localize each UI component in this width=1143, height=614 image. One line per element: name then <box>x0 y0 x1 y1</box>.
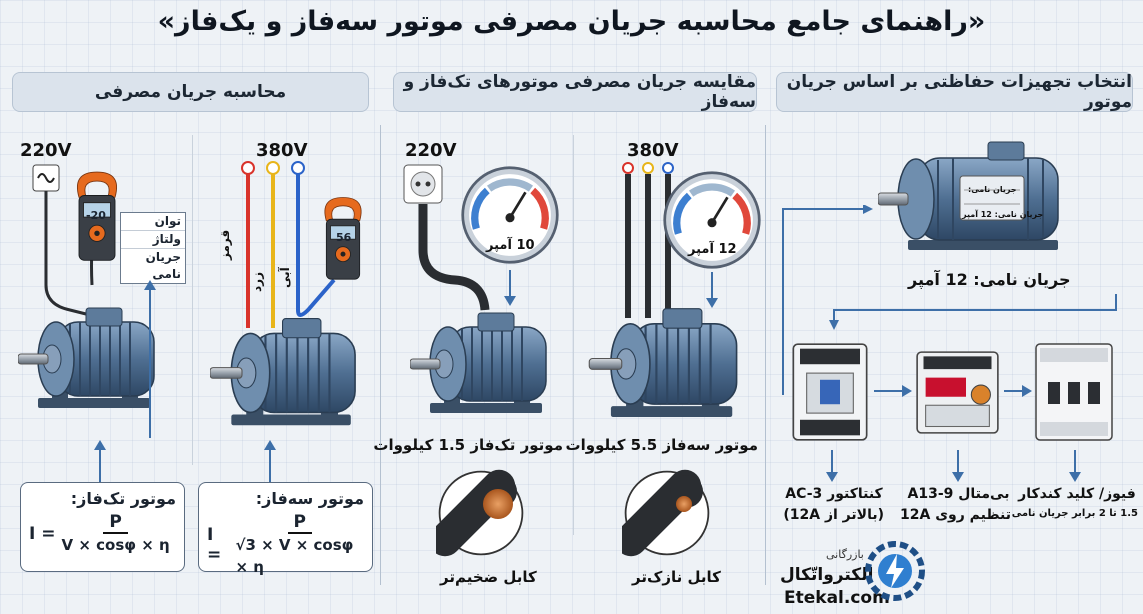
meter-readings: توان ولتاژ جریان نامی <box>120 212 186 284</box>
three-phase-motor-icon <box>210 310 370 442</box>
contactor-rating: (بالاتر از 12A) <box>783 507 884 523</box>
flow-connector <box>782 205 873 395</box>
circuit-breaker-icon <box>1034 342 1114 446</box>
single-formula-denominator: V × cosφ × η <box>61 536 170 554</box>
single-formula-lhs: I = <box>29 524 56 544</box>
meter-reading-voltage: ولتاژ <box>121 231 185 249</box>
three-formula-lhs: I = <box>207 525 222 565</box>
three-phase-voltage-label: 380V <box>256 140 308 161</box>
rated-current-label: جریان نامی: 12 آمپر <box>908 270 1071 289</box>
nameplate-line-2: جریان نامی: 12 آمپر <box>962 210 1044 219</box>
contactor-label: کنتاکتور AC-3 <box>785 486 883 502</box>
ammeter-gauge-icon <box>460 165 560 269</box>
three-phase-formula: موتور سه‌فاز: I = P √3 × V × cosφ × η <box>198 482 373 576</box>
section-header-calc: محاسبه جریان مصرفی <box>12 72 369 112</box>
three-formula-denominator: √3 × V × cosφ × η <box>235 536 354 576</box>
arrow-up-icon <box>94 440 106 482</box>
overload-label: بی‌متال A13-9 <box>907 486 1010 502</box>
arrow-down-icon <box>1069 450 1081 482</box>
single-formula-title: موتور تک‌فاز: <box>70 489 176 508</box>
meter-reading-current: جریان نامی <box>145 250 181 281</box>
section-header-protect: انتخاب تجهیزات حفاظتی بر اساس جریان موتو… <box>776 72 1133 112</box>
breaker-rating: 1.5 تا 2 برابر جریان نامی <box>1011 508 1138 519</box>
three-phase-cables <box>622 162 674 318</box>
sub-divider <box>192 135 193 465</box>
wire-label-yellow: زرد <box>250 272 264 292</box>
logo-url: Etekal.com <box>784 588 890 608</box>
thin-cable-icon <box>622 468 712 562</box>
arrow-down-icon <box>706 272 718 308</box>
arrow-right-icon <box>874 385 912 397</box>
section-divider <box>765 125 766 585</box>
logo-name: الکترواتّکال <box>780 565 874 585</box>
etekal-logo-icon <box>864 540 926 606</box>
wire-label-red: قرمز <box>218 229 232 260</box>
single-formula-numerator: P <box>103 512 128 534</box>
three-motor-label: موتور سه‌فاز 5.5 کیلووات <box>565 436 758 454</box>
single-phase-cable <box>418 204 490 311</box>
arrow-up-icon <box>144 280 156 438</box>
three-formula-title: موتور سه‌فاز: <box>255 489 364 508</box>
wire-label-blue: آبی <box>278 267 292 288</box>
ac-source-icon <box>32 164 60 196</box>
thick-cable-label: کابل ضخیم‌تر <box>440 568 537 586</box>
single-phase-formula: موتور تک‌فاز: I = P V × cosφ × η <box>20 482 185 572</box>
nameplate-motor-icon <box>878 140 1078 264</box>
clamp-meter-display: -20 <box>86 209 106 222</box>
arrow-down-icon <box>504 270 516 306</box>
arrow-right-icon <box>1004 385 1032 397</box>
thin-cable-label: کابل نازک‌تر <box>632 568 721 586</box>
clamp-meter-display-3ph: 56 <box>336 231 352 244</box>
section-divider <box>380 125 381 585</box>
sub-divider <box>573 135 574 535</box>
logo-subtitle: بازرگانی <box>826 548 864 561</box>
overload-relay-icon <box>915 350 1000 439</box>
three-formula-numerator: P <box>287 512 312 534</box>
flow-connector-down <box>829 294 1117 330</box>
arrow-up-icon <box>264 440 276 482</box>
meter-reading-power: توان <box>121 213 185 231</box>
three-gauge-reading: 12 آمپر <box>688 242 737 257</box>
three-phase-wires <box>241 161 336 328</box>
compare-three-voltage: 380V <box>627 140 679 161</box>
single-phase-voltage-label: 220V <box>20 140 72 161</box>
single-gauge-reading: 10 آمپر <box>486 238 535 253</box>
contactor-icon <box>790 342 870 446</box>
section-header-compare: مقایسه جریان مصرفی موتورهای تک‌فاز و سه‌… <box>393 72 757 112</box>
nameplate-line-1: جریان نامی: <box>968 185 1017 194</box>
thick-cable-icon <box>436 468 526 562</box>
arrow-down-icon <box>952 450 964 482</box>
page-title: «راهنمای جامع محاسبه جریان مصرفی موتور س… <box>157 6 986 37</box>
single-motor-label: موتور تک‌فاز 1.5 کیلووات <box>373 436 563 454</box>
ammeter-gauge-icon <box>662 170 762 274</box>
overload-setting: تنظیم روی 12A <box>900 507 1011 523</box>
compare-three-motor-icon <box>588 300 753 434</box>
compare-single-motor-icon <box>410 305 560 429</box>
arrow-down-icon <box>826 450 838 482</box>
compare-single-voltage: 220V <box>405 140 457 161</box>
wall-socket-icon <box>403 164 443 208</box>
breaker-label: فیوز/ کلید کندکار <box>1018 486 1136 502</box>
